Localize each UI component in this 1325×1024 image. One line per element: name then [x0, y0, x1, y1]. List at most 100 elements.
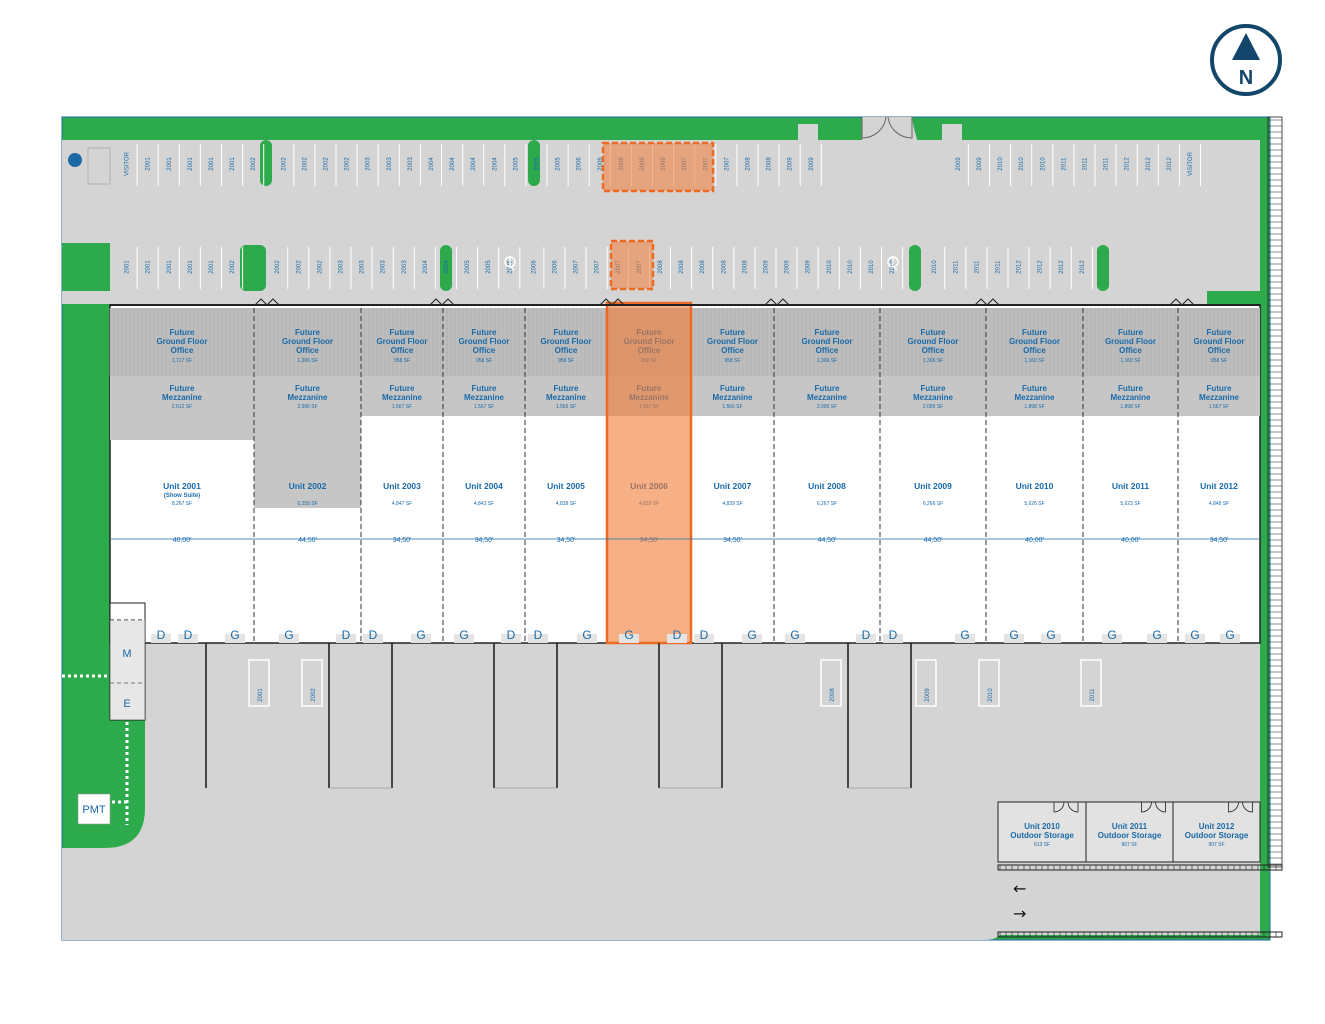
storage-door-icon: [1053, 801, 1079, 813]
unit-area: 4,843 SF: [474, 501, 494, 507]
office-label: Ground Floor: [540, 337, 591, 346]
door-swing-icon: [599, 298, 625, 306]
unit-name: Unit 2003: [383, 481, 421, 491]
south-stall-label: 2008: [830, 688, 836, 702]
door-swing-icon: [1169, 298, 1195, 306]
unit-width: 34,50': [1210, 537, 1229, 544]
pavement: [62, 117, 1260, 940]
stall-label: 2003: [402, 260, 408, 274]
stall-label: 2001: [146, 157, 152, 171]
unit-area: 6,267 SF: [817, 501, 837, 507]
stall-label: 2008: [742, 260, 748, 274]
highlight-stalls-north: [601, 141, 715, 193]
mezzanine-label: Future: [815, 384, 840, 393]
mezzanine-label: Future: [170, 384, 195, 393]
stall-label: 2002: [251, 157, 257, 171]
unit-width: 44,50': [818, 537, 837, 544]
office-label: Ground Floor: [1009, 337, 1060, 346]
office-label: Ground Floor: [156, 337, 207, 346]
stall-label: 2011: [995, 260, 1001, 274]
office-label: Ground Floor: [376, 337, 427, 346]
stall-label: 2011: [974, 260, 980, 274]
stall-label: 2001: [230, 157, 236, 171]
south-stall: [820, 659, 842, 707]
office-label: Future: [295, 328, 320, 337]
office-area: 958 SF: [724, 358, 740, 364]
mezzanine-area: 2,612 SF: [172, 404, 192, 410]
visitor-pad: [87, 147, 111, 185]
mezzanine-area: 1,567 SF: [474, 404, 494, 410]
dock-door-dock: D: [534, 628, 543, 642]
unit-name: Unit 2004: [465, 481, 503, 491]
pmt-pad: [77, 793, 111, 825]
dock-door-pad: [856, 634, 876, 643]
mezzanine-area: 1,566 SF: [556, 404, 576, 410]
stall-label: 2011: [1061, 157, 1067, 171]
dock-door-grade: G: [1152, 628, 1161, 642]
office-label: Future: [1022, 328, 1047, 337]
stall-label: 2006: [598, 157, 604, 171]
stall-label: 2009: [977, 157, 983, 171]
storefront: [110, 298, 1260, 306]
fence-ticks: [999, 119, 1282, 937]
office-area: 958 SF: [394, 358, 410, 364]
dock-door-dock: D: [862, 628, 871, 642]
stall-label: 2004: [492, 157, 498, 171]
stall-label: 2003: [408, 157, 414, 171]
unit-area: 8,267 SF: [172, 501, 192, 507]
stall-label: 2011: [953, 260, 959, 274]
stall-label: 2009: [809, 157, 815, 171]
dock-door-pad: [1185, 634, 1205, 643]
stall-label: 2010: [1040, 157, 1046, 171]
unit-area: 5,623 SF: [1120, 501, 1140, 507]
unit-name: Unit 2002: [289, 481, 327, 491]
landscape-islands: [62, 140, 1260, 304]
stall-label: 2001: [146, 260, 152, 274]
unit-name: Unit 2011: [1112, 481, 1150, 491]
unit-width: 44,50': [298, 537, 317, 544]
mezzanine-label: Future: [1207, 384, 1232, 393]
unit-name: Unit 2007: [714, 481, 752, 491]
stall-label: VISITOR: [125, 151, 131, 176]
stall-label: 2010: [998, 157, 1004, 171]
stall-label: 2012: [1125, 157, 1131, 171]
dock-door-pad: [454, 634, 474, 643]
mezzanine-area: 1,567 SF: [1209, 404, 1229, 410]
office-label: Future: [472, 328, 497, 337]
stall-label: 2012: [1038, 260, 1044, 274]
stall-label: 2002: [317, 260, 323, 274]
stall-label: 2005: [465, 260, 471, 274]
entrance-gate: [861, 116, 913, 139]
stall-label: 2005: [534, 157, 540, 171]
dock-door-pad: [883, 634, 903, 643]
stall-label: 2002: [281, 157, 287, 171]
office-label: Office: [1208, 346, 1231, 355]
office-area: 958 SF: [476, 358, 492, 364]
office-label: Future: [170, 328, 195, 337]
mezzanine-label: Future: [1022, 384, 1047, 393]
mezzanine-zone: [986, 376, 1083, 416]
stall-label: 2003: [338, 260, 344, 274]
pmt-label: PMT: [82, 804, 106, 816]
unit-width: 44,50': [924, 537, 943, 544]
stall-label: 2005: [486, 260, 492, 274]
mezzanine-area: 2,096 SF: [817, 404, 837, 410]
stall-label: 2002: [296, 260, 302, 274]
dock-door-pad: [411, 634, 431, 643]
mezzanine-zone: [525, 376, 607, 416]
office-label: Office: [1023, 346, 1046, 355]
service-rooms: [109, 602, 146, 721]
office-label: Office: [1119, 346, 1142, 355]
unit-area: 4,847 SF: [392, 501, 412, 507]
stall-label: 2002: [230, 260, 236, 274]
dock-door-pad: [694, 634, 714, 643]
storage-name: Unit 2011: [1112, 822, 1148, 831]
stall-label: 2006: [577, 157, 583, 171]
office-zone: [443, 308, 525, 376]
mezzanine-label: Mezzanine: [1110, 393, 1151, 402]
stall-label: 2012: [1080, 260, 1086, 274]
unit-subtitle: (Show Suite): [164, 493, 200, 499]
south-stall-label: 2009: [925, 688, 931, 702]
